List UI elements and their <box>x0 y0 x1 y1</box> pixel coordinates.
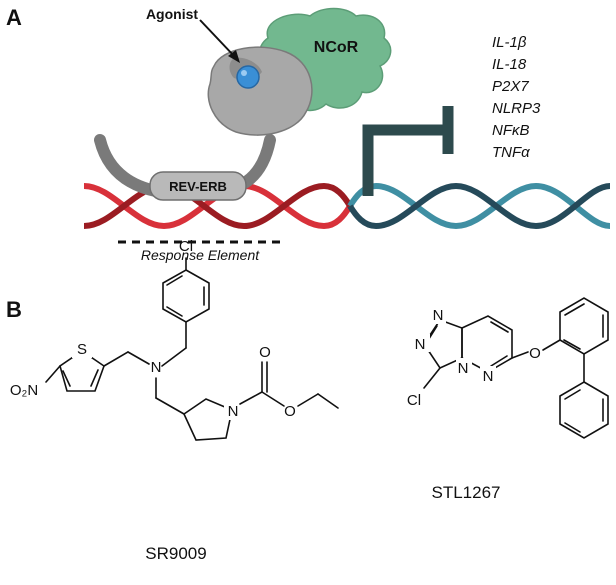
rev-erb-label: REV-ERB <box>169 179 227 194</box>
agonist-label: Agonist <box>146 6 198 22</box>
dna-strand-teal-2 <box>347 182 611 230</box>
agonist-arrow <box>199 19 236 58</box>
target-gene: NFκB <box>492 122 530 139</box>
atom-label: N <box>151 359 162 376</box>
atom-label: N <box>458 360 469 377</box>
dna-strand-red-2 <box>83 182 353 230</box>
compound-name-stl1267: STL1267 <box>432 483 501 502</box>
ncor-label: NCoR <box>314 39 359 56</box>
target-gene-list: IL-1β IL-18 P2X7 NLRP3 NFκB TNFα <box>492 34 541 161</box>
atom-label: O <box>259 344 271 361</box>
panel-b-letter: B <box>6 297 22 322</box>
atom-label: N <box>228 403 239 420</box>
response-element-label: Response Element <box>141 247 260 263</box>
target-gene: P2X7 <box>492 78 529 95</box>
target-gene: IL-1β <box>492 34 527 51</box>
atom-label: O <box>529 345 541 362</box>
ligand-binding-domain <box>207 46 313 136</box>
rev-erb-domain: REV-ERB <box>149 171 247 201</box>
atom-label: O <box>284 403 296 420</box>
compound-name-sr9009: SR9009 <box>145 544 206 563</box>
atom-label: N <box>483 368 494 385</box>
target-gene: IL-18 <box>492 56 527 73</box>
agonist-ligand <box>236 65 260 89</box>
repression-arrow <box>362 124 446 196</box>
nitro-label: O₂N <box>10 382 38 399</box>
target-gene: TNFα <box>492 144 530 161</box>
atom-label: Cl <box>179 238 193 255</box>
target-gene: NLRP3 <box>492 100 541 117</box>
panel-a-letter: A <box>6 5 22 30</box>
stl1267-structure: N N N N Cl O STL1267 <box>407 297 609 502</box>
atom-label: S <box>77 341 87 358</box>
atom-label: Cl <box>407 392 421 409</box>
atom-label: N <box>415 336 426 353</box>
atom-label: N <box>433 307 444 324</box>
sr9009-structure: Cl N S O₂N N O <box>10 238 339 563</box>
